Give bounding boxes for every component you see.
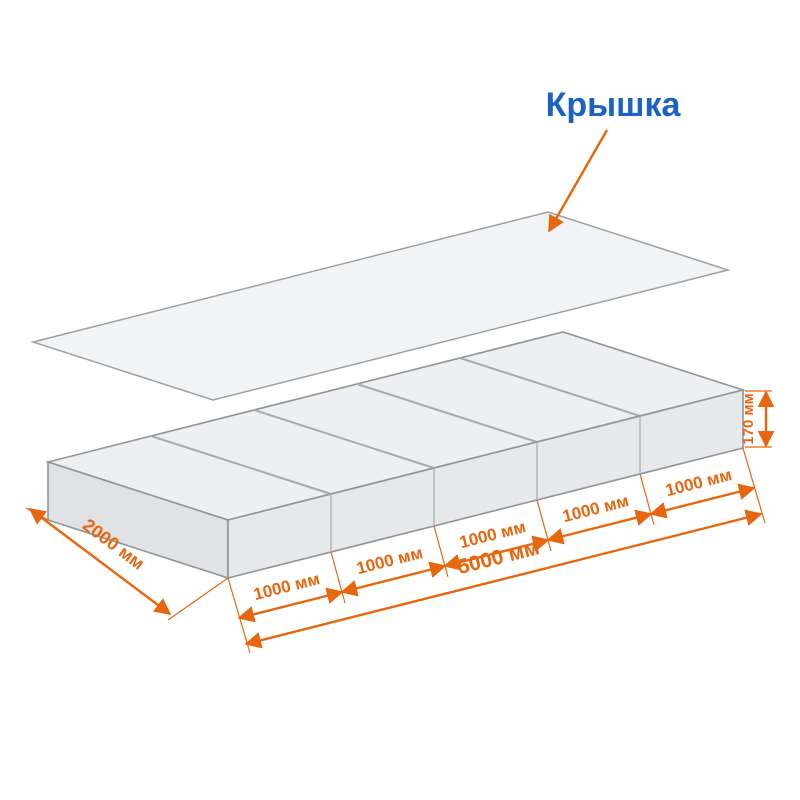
lid-callout-label: Крышка xyxy=(546,86,682,124)
height-dimension-label: 170 мм xyxy=(740,393,757,444)
width-dimension-line xyxy=(28,507,172,616)
total-length-dimension-line xyxy=(244,509,763,649)
total-extension-line xyxy=(742,447,766,524)
diaphragm-line xyxy=(459,357,641,417)
diaphragm-edges xyxy=(150,357,641,495)
diaphragm-line xyxy=(150,435,332,495)
lid-callout: Крышка xyxy=(546,86,682,233)
height-dimension: 170 мм xyxy=(740,390,775,448)
lid-callout-arrow xyxy=(547,129,609,233)
diaphragm-line xyxy=(356,383,538,443)
width-extension-line xyxy=(167,577,229,621)
diaphragm-line xyxy=(253,409,435,469)
